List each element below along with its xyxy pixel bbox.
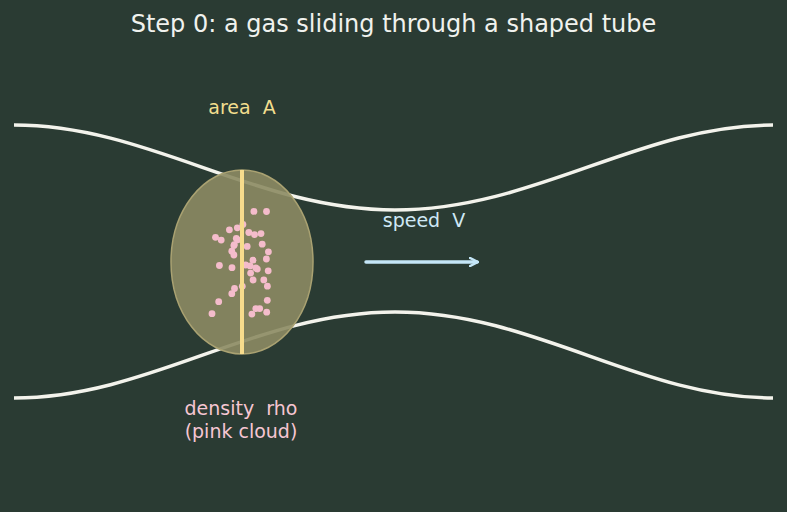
speed-label: speed V <box>383 209 465 232</box>
cross-section <box>240 170 244 354</box>
gas-particle <box>216 262 223 269</box>
gas-particle <box>251 208 258 215</box>
gas-particle <box>249 311 256 318</box>
gas-particle <box>263 256 270 263</box>
velocity-arrow <box>366 260 477 264</box>
gas-particle <box>228 248 235 255</box>
gas-particle <box>258 230 265 237</box>
gas-particle <box>226 226 233 233</box>
gas-cloud <box>171 170 313 354</box>
gas-particle <box>265 267 272 274</box>
gas-particle <box>247 270 254 277</box>
gas-particle <box>215 298 222 305</box>
gas-particle <box>256 305 263 312</box>
area-label: area A <box>208 96 275 119</box>
gas-particle <box>259 241 266 248</box>
gas-particle <box>264 297 271 304</box>
gas-particle <box>247 263 254 270</box>
density-label: density rho (pink cloud) <box>171 397 311 443</box>
gas-particle <box>233 235 240 242</box>
gas-particle <box>263 309 270 316</box>
gas-particle <box>264 283 271 290</box>
gas-particle <box>212 234 219 241</box>
gas-particle <box>229 264 236 271</box>
gas-particle <box>265 248 272 255</box>
gas-particle <box>251 231 258 238</box>
diagram-title: Step 0: a gas sliding through a shaped t… <box>0 10 787 39</box>
tube-wall-top <box>14 125 773 210</box>
gas-particle <box>244 243 251 250</box>
gas-particle <box>263 208 270 215</box>
tube-wall-bottom <box>14 312 773 398</box>
gas-particle <box>254 266 261 273</box>
gas-particle <box>250 277 257 284</box>
gas-particle <box>260 277 267 284</box>
gas-particle <box>231 285 238 292</box>
gas-particle <box>209 310 216 317</box>
